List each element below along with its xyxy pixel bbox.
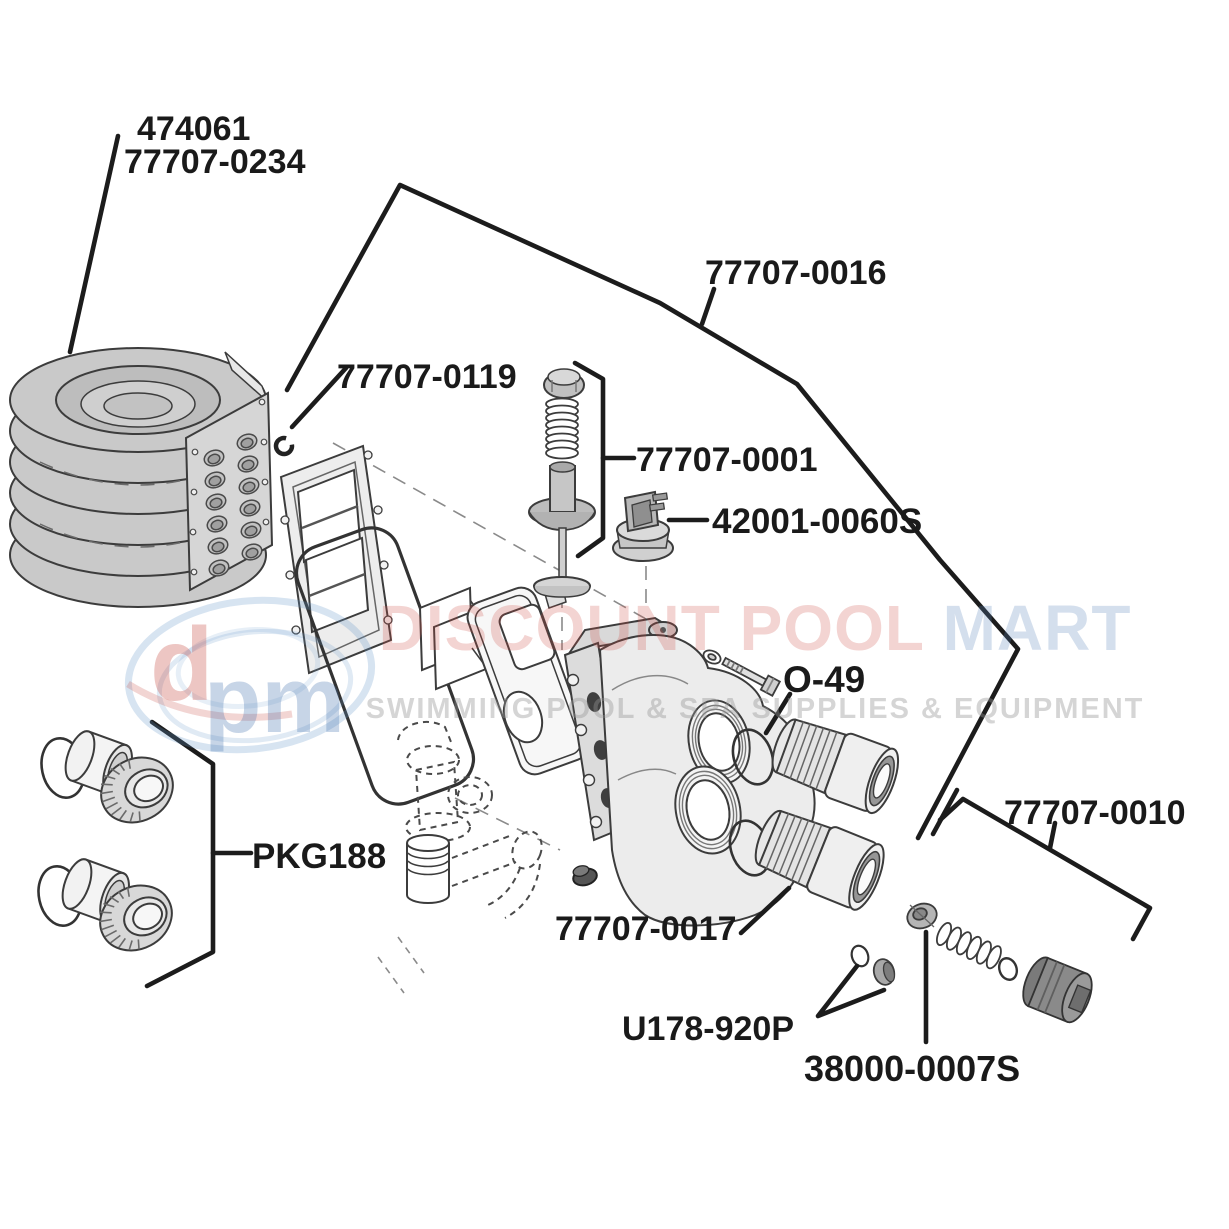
leader-lines xyxy=(67,133,1153,1045)
thermostat-sensor xyxy=(612,490,674,562)
watermark: d pm DISCOUNT POOL MART SWIMMING POOL & … xyxy=(124,592,1145,754)
drain-plug xyxy=(572,865,598,887)
leader-474061 xyxy=(67,133,121,355)
bracket-77707-0010 xyxy=(937,796,1153,942)
label-474061: 474061 xyxy=(137,110,250,148)
relief-spring xyxy=(935,921,1002,970)
relief-poppet xyxy=(906,902,938,930)
leader-0016-label-tick xyxy=(699,286,717,327)
manifold-body xyxy=(563,616,816,927)
bypass-panel xyxy=(466,586,590,776)
union-kit-2 xyxy=(37,858,173,952)
watermark-logo: d pm xyxy=(124,596,376,754)
valve-guide xyxy=(528,461,596,531)
elbow-dashed xyxy=(451,830,543,919)
o-ring-77707-0119 xyxy=(273,435,295,457)
label-77707-0119: 77707-0119 xyxy=(337,358,517,396)
adapter-fitting-upper xyxy=(771,718,900,815)
part-labels: 474061 77707-0234 77707-0016 77707-0119 … xyxy=(124,110,1186,1089)
bypass-valve-assembly xyxy=(528,368,596,598)
relief-valve-internals xyxy=(906,902,1093,1024)
adapter-fitting-lower xyxy=(754,809,885,911)
leader-77707-0119 xyxy=(289,365,349,430)
u178-o-ring xyxy=(850,944,870,968)
label-42001-0060s: 42001-0060S xyxy=(712,502,922,541)
leader-77707-0016 xyxy=(284,182,1021,841)
label-77707-0001: 77707-0001 xyxy=(636,441,818,479)
flange-tube-holes xyxy=(189,398,270,577)
label-77707-0234: 77707-0234 xyxy=(124,143,306,181)
coil-flange-plate xyxy=(184,391,274,592)
label-77707-0010: 77707-0010 xyxy=(1004,794,1186,832)
relief-cap xyxy=(1022,956,1093,1024)
leader-0016-end-tick xyxy=(930,787,960,837)
watermark-word-mart: MART xyxy=(943,592,1132,664)
watermark-word-pool: POOL xyxy=(740,592,924,664)
leader-o49 xyxy=(763,691,793,736)
relief-o-ring xyxy=(997,957,1019,981)
pipe-nipple xyxy=(406,834,450,904)
u178-parts xyxy=(850,944,896,986)
union-kit-1 xyxy=(40,730,174,824)
label-pkg188: PKG188 xyxy=(252,837,386,876)
watermark-word-discount: DISCOUNT xyxy=(379,592,721,664)
leader-77707-0017 xyxy=(738,885,792,936)
label-o-49: O-49 xyxy=(783,659,865,700)
header-cover-plate xyxy=(279,444,393,675)
watermark-logo-d: d xyxy=(150,607,214,723)
watermark-tagline: SWIMMING POOL & SPA SUPPLIES & EQUIPMENT xyxy=(366,693,1145,725)
valve-stem xyxy=(533,527,591,598)
bracket-pkg188 xyxy=(144,719,216,989)
leader-u178 xyxy=(815,963,887,1019)
o-ring-upper xyxy=(731,728,775,786)
mounting-bolt xyxy=(702,649,782,697)
label-77707-0017: 77707-0017 xyxy=(555,910,737,948)
label-u178-920p: U178-920P xyxy=(622,1010,794,1048)
manifold-port-lower xyxy=(674,765,742,855)
watermark-title: DISCOUNT POOL MART xyxy=(379,592,1132,664)
label-77707-0016: 77707-0016 xyxy=(705,254,887,292)
label-38000-0007s: 38000-0007S xyxy=(804,1048,1020,1089)
valve-cap xyxy=(543,368,585,399)
valve-spring xyxy=(545,397,579,460)
watermark-logo-pm: pm xyxy=(204,647,345,752)
